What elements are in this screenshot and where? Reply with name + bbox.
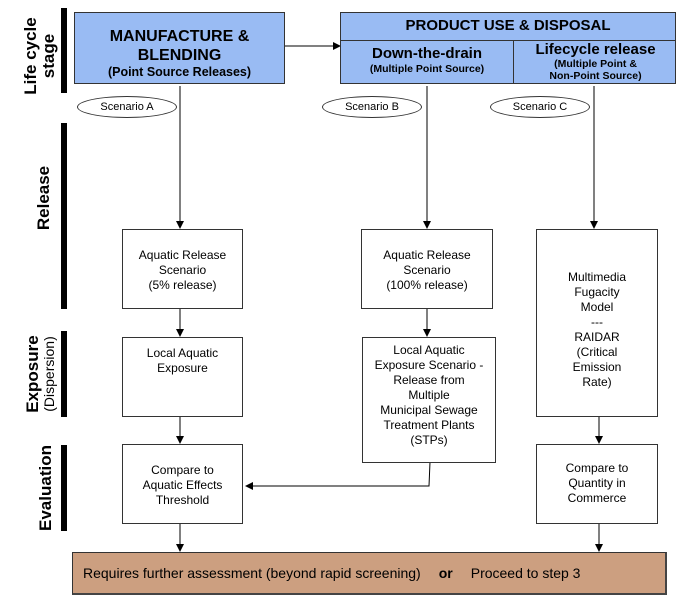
down-the-drain-subtitle: (Multiple Point Source) [369,63,485,75]
stage-label-release: Release [34,165,53,231]
stage-label-exposure: Exposure (Dispersion) [23,335,57,413]
scenario-c-oval: Scenario C [490,96,590,118]
scenario-a-oval: Scenario A [77,96,177,118]
manufacture-title-line1: MANUFACTURE & [109,28,250,45]
a-evaluation-box: Compare to Aquatic Effects Threshold [122,444,243,524]
result-right-text: Proceed to step 3 [470,565,581,581]
arrow-b-exposure-to-evaluation [245,461,431,490]
result-bar: Requires further assessment (beyond rapi… [72,552,667,595]
down-the-drain-title: Down-the-drain [372,45,482,62]
c-evaluation-box: Compare to Quantity in Commerce [536,444,658,524]
a-release-box: Aquatic Release Scenario (5% release) [122,229,243,309]
b-exposure-box: Local Aquatic Exposure Scenario - Releas… [362,337,496,463]
stage-bar-release [61,123,67,309]
manufacture-subtitle: (Point Source Releases) [107,65,252,79]
manufacture-title-line2: BLENDING [137,47,222,64]
result-or: or [438,565,453,581]
lifecycle-release-subtitle-line2: Non-Point Source) [549,70,642,82]
manufacture-blending-box: MANUFACTURE & BLENDING (Point Source Rel… [74,12,285,84]
stage-bar-exposure [61,331,67,417]
scenario-b-oval: Scenario B [322,96,422,118]
a-exposure-box: Local Aquatic Exposure [122,337,243,417]
stage-label-evaluation: Evaluation [36,445,55,531]
stage-bar-evaluation [61,445,67,531]
lifecycle-release-title: Lifecycle release [535,41,656,58]
lifecycle-release-subtitle-line1: (Multiple Point & [554,58,637,70]
b-release-box: Aquatic Release Scenario (100% release) [361,229,493,309]
result-left-text: Requires further assessment (beyond rapi… [83,565,421,581]
c-fugacity-model-box: Multimedia Fugacity Model --- RAIDAR (Cr… [536,229,658,417]
lifecycle-release-cell: Lifecycle release (Multiple Point & Non-… [515,41,676,84]
stage-bar-lifecycle [61,8,67,93]
down-the-drain-cell: Down-the-drain (Multiple Point Source) [341,41,514,84]
product-use-disposal-box: PRODUCT USE & DISPOSAL Down-the-drain (M… [340,12,676,84]
stage-label-lifecycle: Life cycle stage [21,17,58,95]
product-use-title: PRODUCT USE & DISPOSAL [341,13,675,41]
